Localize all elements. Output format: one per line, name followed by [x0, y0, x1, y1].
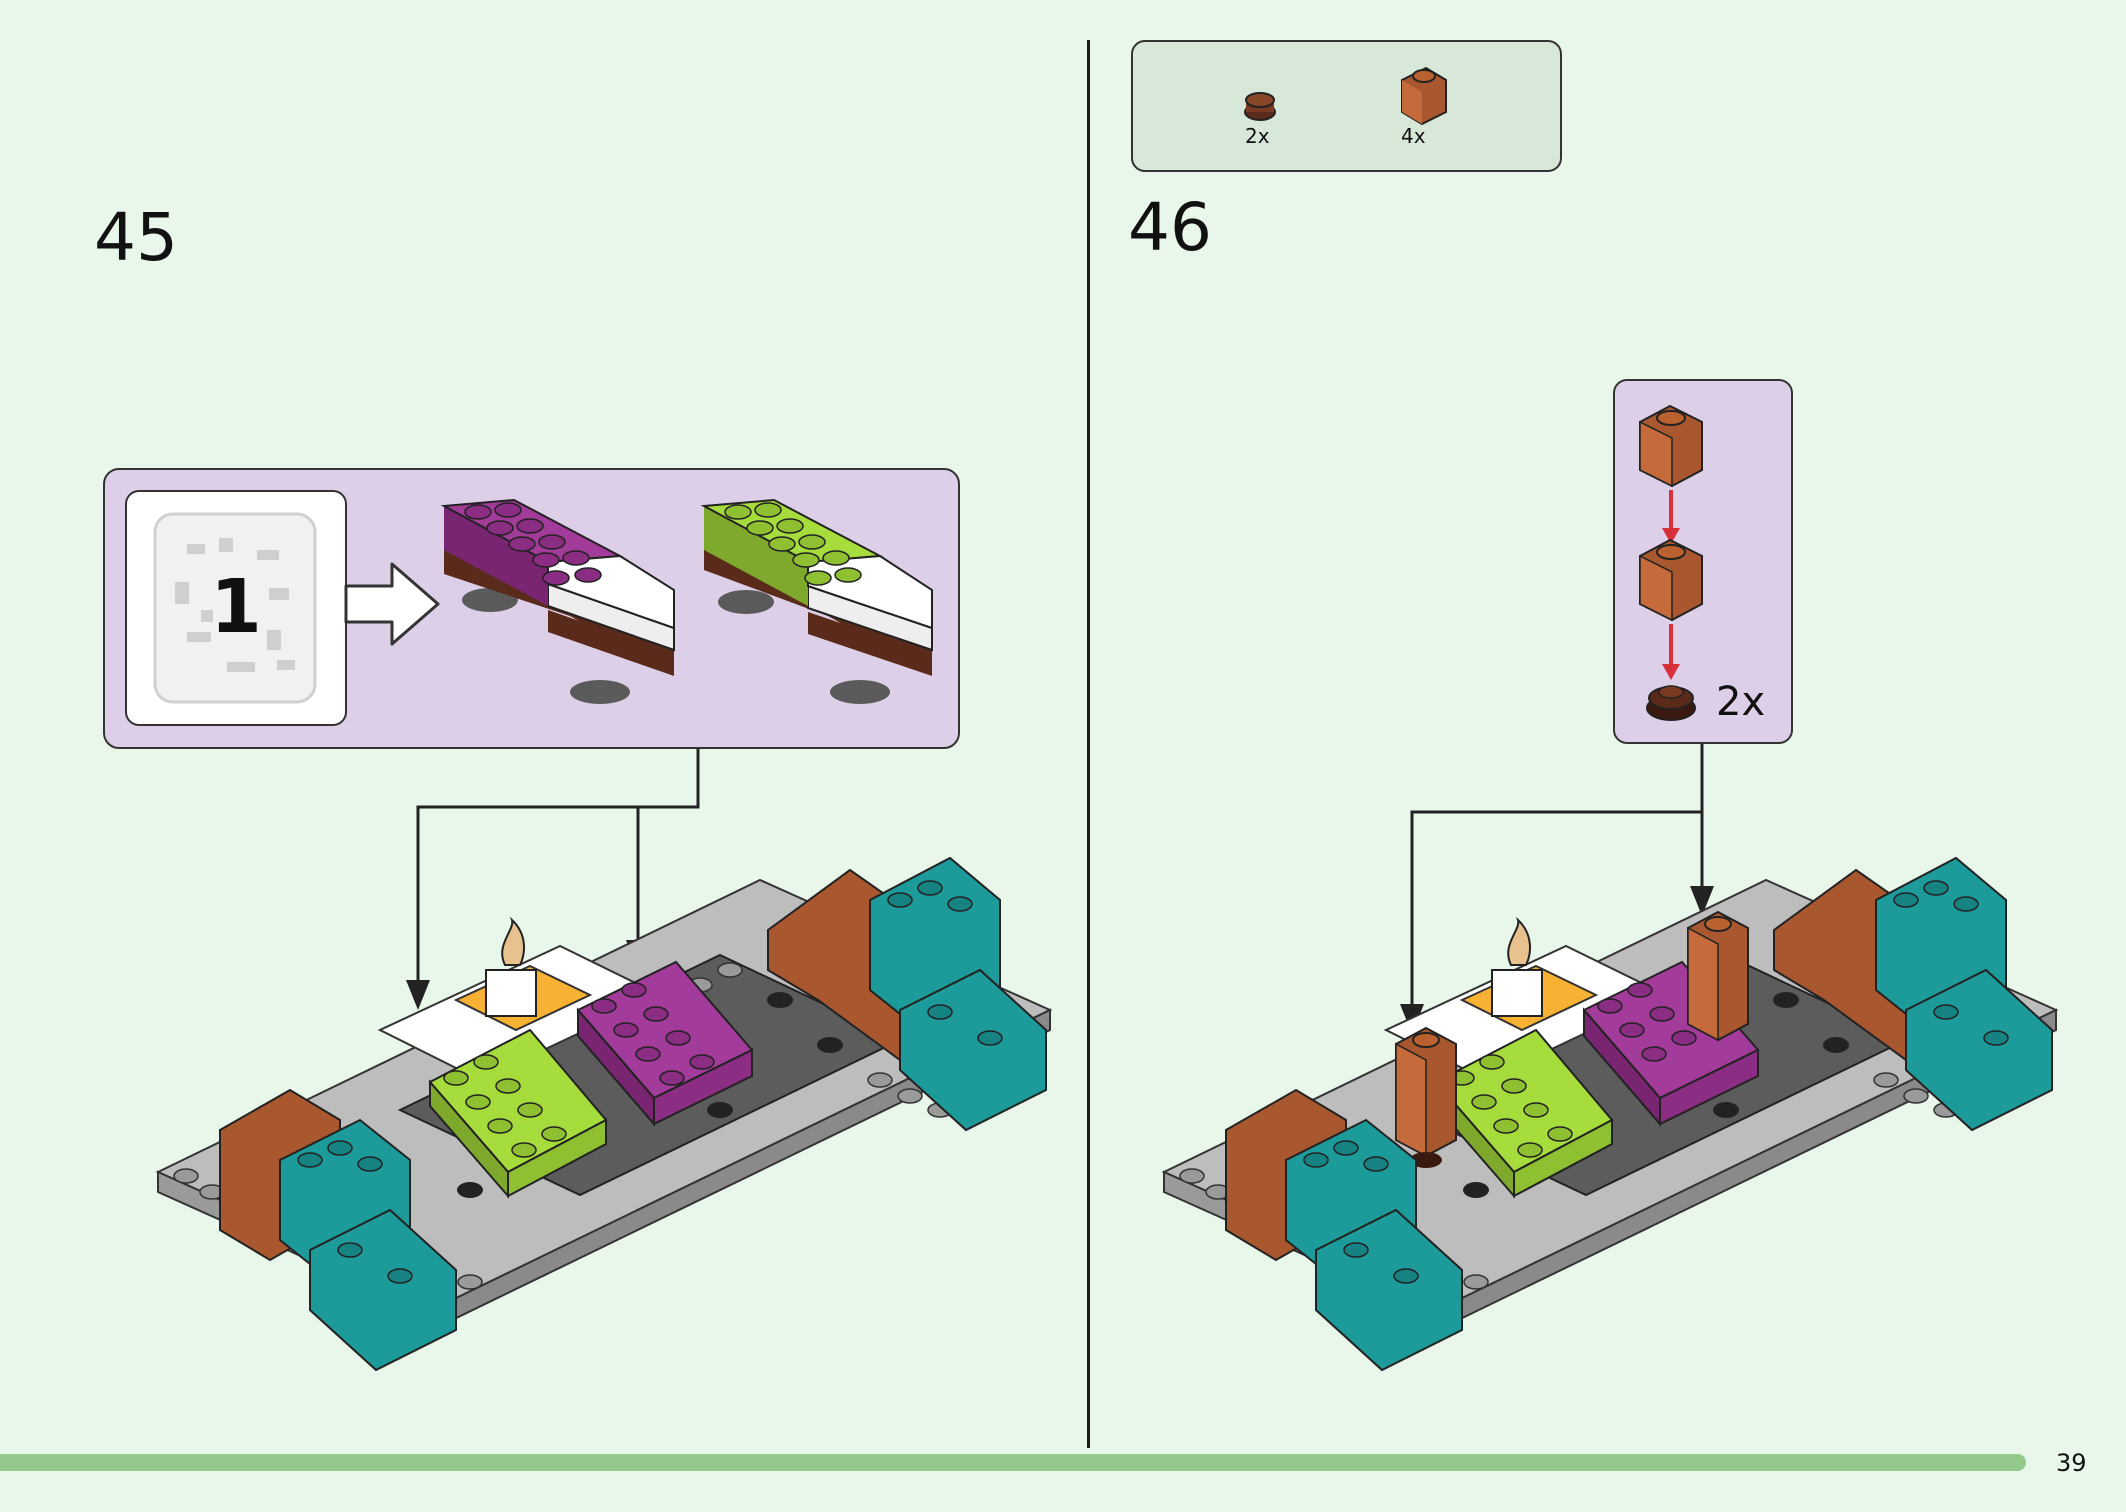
- part-qty-brick: 4x: [1401, 124, 1426, 148]
- parts-bag-icon: [125, 490, 347, 726]
- footer-progress-bar: [0, 1454, 2026, 1471]
- page-number: 39: [2056, 1449, 2087, 1477]
- bag-number: 1: [210, 564, 262, 650]
- page-divider: [1087, 40, 1090, 1448]
- callout-qty-46: 2x: [1716, 679, 1766, 725]
- parts-list-box: [1131, 40, 1562, 172]
- part-qty-round-plate: 2x: [1245, 124, 1270, 148]
- step-number-46: 46: [1128, 189, 1212, 266]
- step-number-45: 45: [94, 199, 178, 276]
